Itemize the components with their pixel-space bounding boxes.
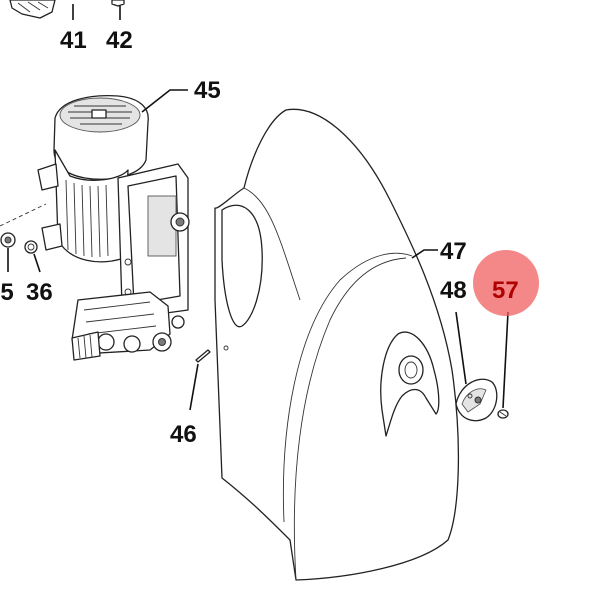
part-47-cover: [214, 108, 460, 581]
callout-47: 47: [440, 238, 467, 265]
part-36-nut: [24, 240, 38, 254]
callout-45: 45: [194, 77, 221, 104]
callout-46: 46: [170, 421, 197, 448]
callout-35: 35: [0, 279, 14, 306]
part-35-washer: [0, 232, 16, 248]
callout-42: 42: [106, 27, 133, 54]
leader-45: [141, 89, 188, 113]
callout-41: 41: [60, 27, 87, 54]
part-42-fragment: [111, 0, 125, 7]
part-41-fragment: [9, 0, 56, 19]
leader-47: [411, 249, 438, 259]
callout-57: 57: [492, 277, 519, 304]
leader-57: [502, 311, 509, 409]
leader-48: [455, 311, 467, 385]
motor-pump-assembly: [37, 94, 190, 361]
callout-36: 36: [26, 279, 53, 306]
leader-36: [33, 253, 41, 273]
leader-46: [189, 363, 199, 411]
callout-48: 48: [440, 277, 467, 304]
part-57-screw: [497, 409, 509, 419]
highlight-marker: [473, 250, 539, 316]
part-48-knob: [455, 378, 498, 422]
part-46-pin: [195, 349, 211, 363]
dashed-axis: [0, 203, 47, 227]
